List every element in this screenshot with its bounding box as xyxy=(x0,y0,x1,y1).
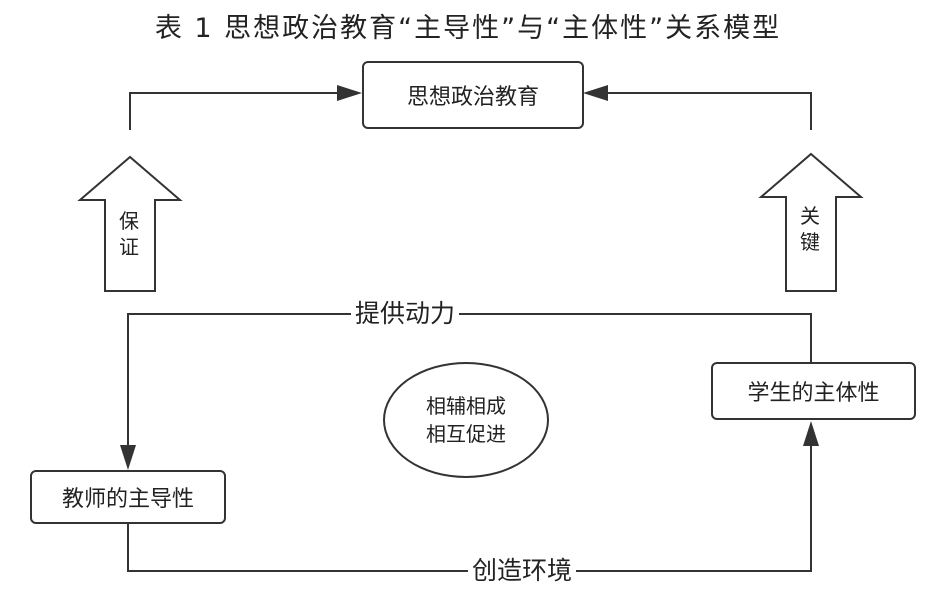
edge-label-provide-power: 提供动力 xyxy=(351,299,460,329)
right-connector xyxy=(605,92,812,130)
left-arrow-label: 保 证 xyxy=(117,208,141,260)
top-loop-arrowhead xyxy=(120,445,136,470)
center-oval: 相辅相成 相互促进 xyxy=(383,362,549,478)
bottom-loop-arrowhead xyxy=(803,421,819,446)
right-arrow-char1: 关 xyxy=(800,204,820,228)
left-arrow-char2: 证 xyxy=(119,235,139,259)
node-student-subjectivity: 学生的主体性 xyxy=(711,362,916,420)
right-arrow-char2: 键 xyxy=(800,230,820,254)
node-ideological-education: 思想政治教育 xyxy=(362,61,584,129)
top-loop-connector xyxy=(127,313,812,448)
left-connector xyxy=(129,92,340,130)
right-connector-arrowhead xyxy=(583,85,608,101)
node-teacher-leadership: 教师的主导性 xyxy=(30,470,226,524)
left-arrow-char1: 保 xyxy=(119,209,139,233)
diagram-title: 表 1 思想政治教育“主导性”与“主体性”关系模型 xyxy=(154,13,782,44)
left-connector-arrowhead xyxy=(337,85,362,101)
edge-label-create-environment: 创造环境 xyxy=(468,556,577,586)
right-hollow-arrow xyxy=(758,152,864,292)
left-hollow-arrow xyxy=(77,155,183,292)
center-text-line2: 相互促进 xyxy=(426,422,506,446)
right-arrow-label: 关 键 xyxy=(798,203,822,255)
center-text-line1: 相辅相成 xyxy=(426,394,506,418)
